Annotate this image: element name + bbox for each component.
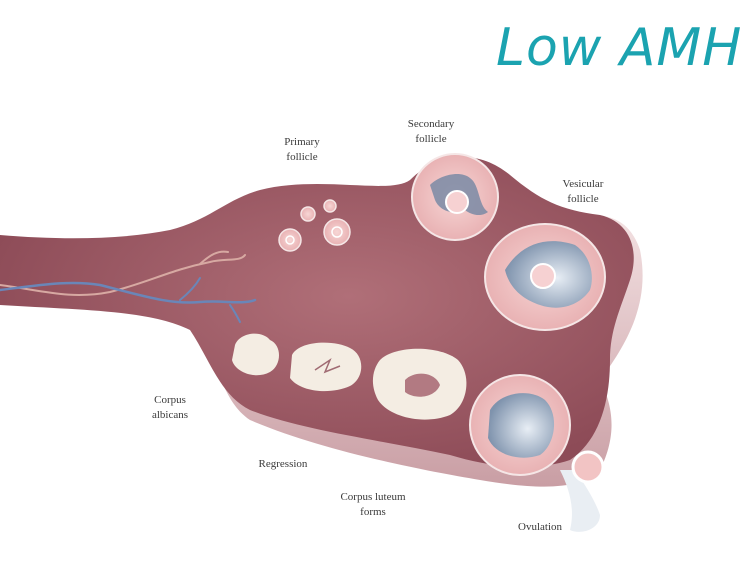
label-line: forms: [360, 506, 386, 518]
label-corpus-luteum-forms: Corpus luteum forms: [328, 490, 418, 520]
label-line: Secondary: [407, 118, 455, 130]
label-secondary-follicle: Secondary follicle: [396, 117, 466, 147]
secondary-follicle: [411, 153, 499, 241]
ruptured-follicle: [469, 374, 571, 476]
label-primary-follicle: Primary follicle: [272, 135, 332, 165]
label-line: Regression: [258, 458, 308, 470]
label-line: Primary: [284, 136, 320, 148]
label-line: follicle: [567, 193, 599, 205]
label-regression: Regression: [248, 457, 318, 472]
label-ovulation: Ovulation: [505, 520, 575, 535]
label-line: follicle: [286, 151, 318, 163]
ovulated-oocyte: [560, 450, 605, 532]
primary-follicles: [278, 199, 351, 252]
label-line: Vesicular: [562, 178, 604, 190]
vesicular-follicle: [484, 223, 606, 331]
page-title: Low AMH: [496, 18, 743, 78]
corpus-bodies: [232, 333, 467, 420]
label-line: Ovulation: [518, 521, 562, 533]
label-line: Corpus: [154, 394, 186, 406]
label-corpus-albicans: Corpus albicans: [140, 393, 200, 423]
label-line: follicle: [415, 133, 447, 145]
label-vesicular-follicle: Vesicular follicle: [553, 177, 613, 207]
label-line: albicans: [151, 409, 189, 421]
blood-vessels: [0, 250, 257, 323]
label-line: Corpus luteum: [340, 491, 406, 503]
